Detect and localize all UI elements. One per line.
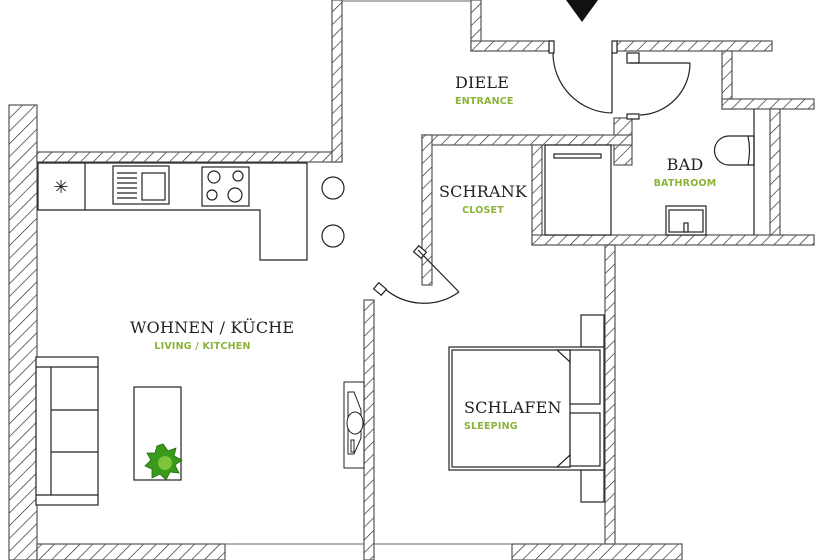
washbasin-icon [665, 205, 707, 236]
kitchen-counter [37, 162, 308, 261]
room-name: BAD [666, 155, 704, 174]
wall-diele-top [470, 40, 554, 52]
room-label-bad: BAD BATHROOM [650, 155, 720, 189]
wall-bath-right [769, 108, 781, 238]
wall-bottom-right [511, 543, 683, 560]
wall-bath-top [616, 40, 773, 52]
room-name: WOHNEN / KÜCHE [130, 318, 295, 337]
plant-icon [144, 443, 183, 481]
wall-closet-left [421, 134, 433, 286]
wall-bedroom-right [604, 244, 616, 560]
room-subtitle: LIVING / KITCHEN [154, 341, 251, 352]
tv-icon [343, 381, 365, 469]
bedroom-door[interactable] [372, 244, 460, 304]
stool-icons [321, 176, 345, 248]
wall-closet-divider [531, 144, 543, 246]
stool-icon [321, 176, 345, 200]
room-name: SCHRANK [438, 182, 528, 201]
wall-bottom-left [36, 543, 226, 560]
walls [8, 0, 815, 560]
wall-left [8, 104, 38, 560]
room-label-schrank: SCHRANK CLOSET [436, 182, 530, 216]
room-subtitle: ENTRANCE [455, 96, 514, 107]
wall-closet-top [421, 134, 633, 146]
room-subtitle: CLOSET [462, 205, 504, 216]
wall-bath-bottom [531, 234, 815, 246]
stool-icon [321, 224, 345, 248]
wall-divider [363, 299, 375, 560]
entrance-marker-icon [566, 0, 598, 22]
wall-bath-step [721, 98, 815, 110]
room-name: SCHLAFEN [464, 398, 562, 417]
wall-upper-vertical [331, 0, 343, 163]
window-lines [225, 0, 512, 545]
entrance-door[interactable] [548, 40, 618, 114]
wall-kitchen-top [36, 151, 343, 163]
shower-icon [544, 144, 612, 236]
room-label-wohnen: WOHNEN / KÜCHE LIVING / KITCHEN [130, 318, 295, 352]
bathroom-door[interactable] [626, 52, 691, 120]
bed-icon [448, 314, 605, 503]
room-name: DIELE [455, 73, 510, 92]
room-subtitle: SLEEPING [464, 421, 518, 432]
sofa-icon [35, 356, 99, 506]
room-label-diele: DIELE ENTRANCE [455, 73, 514, 107]
sink-icon [112, 165, 170, 205]
room-subtitle: BATHROOM [653, 178, 717, 189]
stove-icon [201, 166, 250, 207]
room-label-schlafen: SCHLAFEN SLEEPING [464, 398, 562, 432]
fridge-icon: ✳ [53, 177, 68, 198]
toilet-icon [713, 135, 755, 166]
